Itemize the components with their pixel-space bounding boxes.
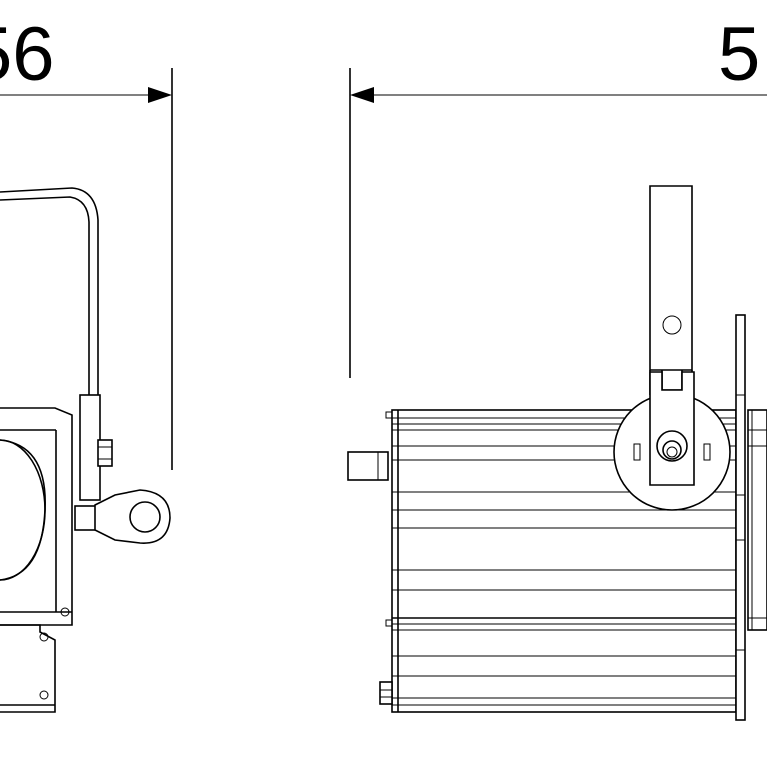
right-dimension: 5 — [349, 12, 767, 378]
right-dimension-label: 5 — [718, 12, 760, 97]
left-dimension-label: 56 — [0, 12, 55, 97]
front-view: 5 — [347, 12, 767, 721]
pivot-disc — [613, 371, 731, 511]
side-view: 56 — [0, 12, 173, 713]
tilt-knob — [74, 489, 171, 544]
side-yoke-bracket — [0, 187, 113, 501]
front-yoke-arm — [649, 185, 693, 395]
side-housing — [0, 407, 73, 626]
left-dimension-arrow — [148, 87, 172, 103]
front-lens-plate — [735, 314, 767, 721]
right-dimension-arrow — [350, 87, 374, 103]
rear-connector — [347, 451, 389, 481]
left-dimension: 56 — [0, 12, 173, 470]
side-lower-box — [0, 624, 56, 713]
